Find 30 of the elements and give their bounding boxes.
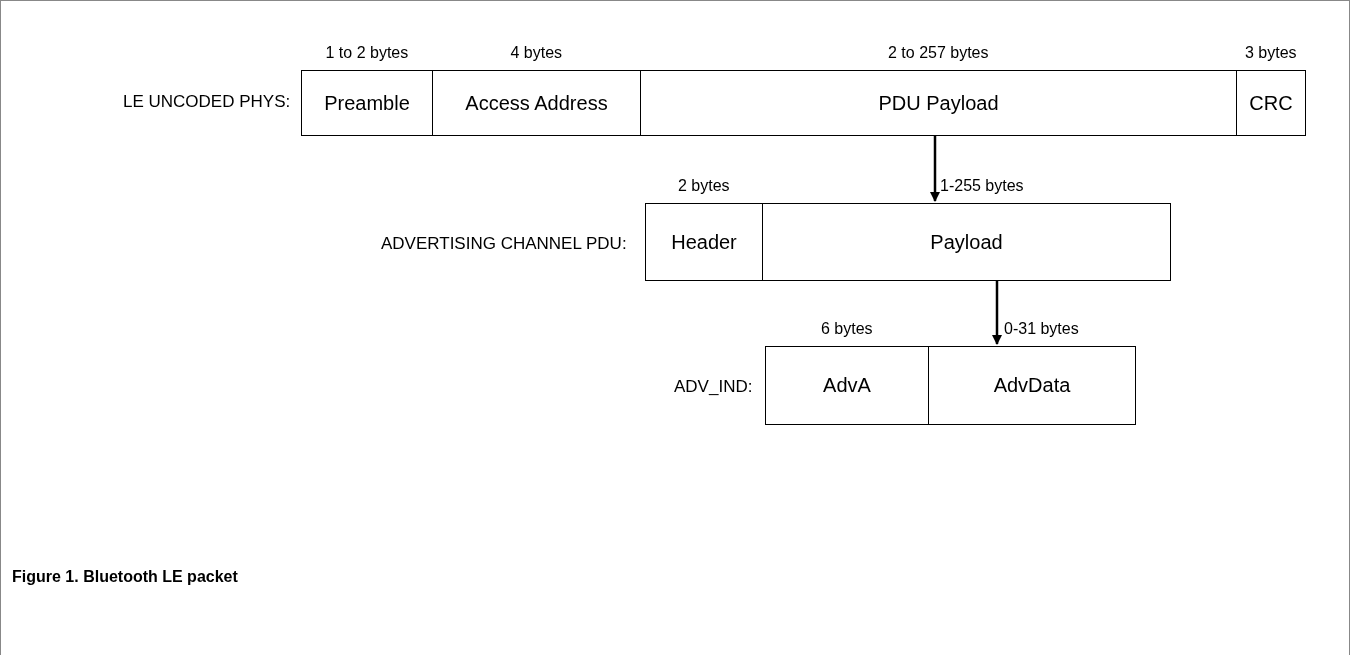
row-label: ADVERTISING CHANNEL PDU: [381, 234, 627, 254]
arrow [992, 281, 1002, 345]
packet-field [432, 70, 641, 136]
packet-field [645, 203, 763, 281]
field-name: AdvA [823, 374, 871, 397]
row-label: LE UNCODED PHYS: [123, 92, 291, 112]
byte-size-label: 3 bytes [1245, 44, 1297, 62]
row-label: ADV_IND: [674, 377, 753, 397]
field-name: AdvData [993, 374, 1071, 397]
field-name: Payload [930, 230, 1003, 254]
figure-caption: Figure 1. Bluetooth LE packet [12, 568, 238, 586]
byte-size-label: 1 to 2 bytes [325, 44, 409, 62]
packet-field [765, 346, 929, 425]
packet-field [928, 346, 1136, 425]
packet-field [301, 70, 433, 136]
byte-size-label: 4 bytes [510, 44, 563, 62]
byte-size-label: 1-255 bytes [940, 177, 1024, 195]
field-name: Access Address [465, 91, 608, 115]
field-name: Header [671, 230, 737, 254]
packet-field [1236, 70, 1306, 136]
arrow [930, 136, 940, 202]
byte-size-label: 6 bytes [821, 320, 873, 338]
byte-size-label: 2 bytes [678, 177, 730, 195]
field-name: CRC [1249, 91, 1293, 115]
field-name: Preamble [324, 91, 410, 115]
packet-field [762, 203, 1171, 281]
packet-field [640, 70, 1237, 136]
byte-size-label: 0-31 bytes [1004, 320, 1079, 338]
byte-size-label: 2 to 257 bytes [888, 44, 989, 62]
field-name: PDU Payload [878, 91, 999, 115]
